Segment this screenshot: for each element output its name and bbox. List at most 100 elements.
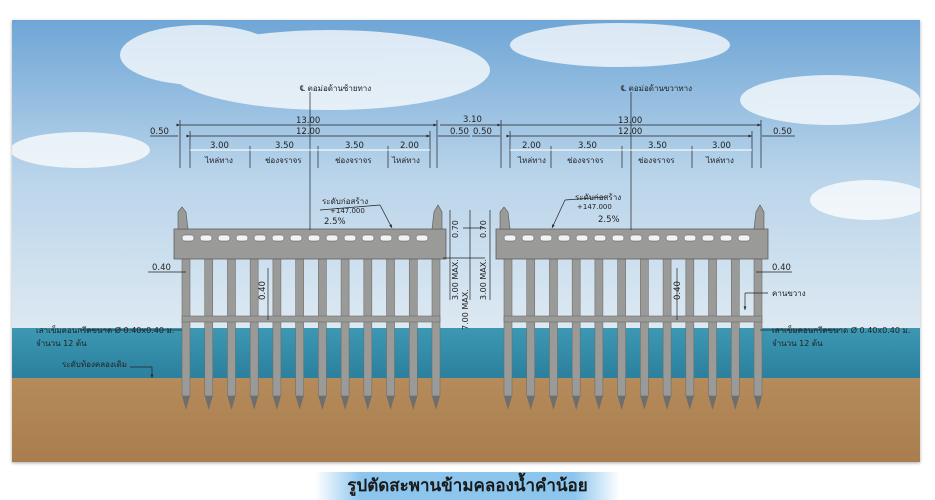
pile <box>318 257 327 397</box>
pile-tip <box>731 396 740 410</box>
deck-void <box>701 234 715 242</box>
right-deck-depth: 0.70 <box>479 220 488 238</box>
pile <box>503 257 513 397</box>
left-dim-edge-left: 0.50 <box>150 127 169 137</box>
pile <box>386 257 395 397</box>
left-level-label: ระดับก่อสร้าง <box>322 197 368 206</box>
left-seg-1-value: 3.00 <box>210 141 229 151</box>
right-seg-4-label: ไหล่ทาง <box>705 156 734 165</box>
pile-tip <box>272 396 281 410</box>
deck-slab <box>173 228 447 260</box>
left-seg-2-label: ช่องจราจร <box>265 156 302 165</box>
pile-tip <box>318 396 327 410</box>
deck-void <box>683 234 697 242</box>
right-pile-width: 0.40 <box>772 263 791 273</box>
deck-void <box>253 234 267 242</box>
pile <box>204 257 214 397</box>
left-pile-height: 3.00 MAX. <box>451 259 460 300</box>
right-seg-3-label: ช่องจราจร <box>638 156 675 165</box>
pile-tip <box>204 396 213 410</box>
deck-void <box>307 234 321 242</box>
right-pile-note-2: จำนวน 12 ต้น <box>772 339 823 348</box>
pile <box>753 257 763 397</box>
pile-tip <box>409 396 418 410</box>
tie-beam <box>181 315 441 323</box>
deck-void <box>397 234 411 242</box>
deck-void <box>271 234 285 242</box>
pile <box>295 257 304 397</box>
pile <box>363 257 373 397</box>
pile-tip <box>341 396 350 410</box>
left-centerline-label: ℄ ตอม่อด้านซ้ายทาง <box>300 84 371 93</box>
deck-void <box>503 234 517 242</box>
left-dim-edge-right: 0.50 <box>450 127 469 137</box>
pile-tip <box>549 396 558 410</box>
pile-tip <box>363 396 372 410</box>
pile-tip <box>572 396 581 410</box>
deck-void <box>199 234 213 242</box>
water <box>12 328 920 380</box>
left-dimensions <box>80 92 498 378</box>
parapet <box>499 206 511 230</box>
pile-tip <box>754 396 762 410</box>
canal-bed-label: ระดับท้องคลองเดิม <box>62 360 127 369</box>
left-beam-depth: 0.40 <box>258 281 268 300</box>
tie-beam <box>503 315 763 323</box>
deck-void <box>557 234 571 242</box>
left-deck-depth: 0.70 <box>451 220 460 238</box>
cross-beam-label: คานขวาง <box>772 289 806 298</box>
left-seg-4-value: 2.00 <box>400 141 419 151</box>
left-seg-3-label: ช่องจราจร <box>335 156 372 165</box>
pile-tip <box>594 396 603 410</box>
deck-void <box>415 234 429 242</box>
right-seg-1-label: ไหล่ทาง <box>517 156 546 165</box>
right-seg-4-value: 3.00 <box>712 141 731 151</box>
right-centerline-label: ℄ ตอม่อด้านขวาทาง <box>621 84 692 93</box>
pile <box>685 257 695 397</box>
right-dim-total: 13.00 <box>618 116 642 126</box>
left-dim-deck: 12.00 <box>296 127 320 137</box>
pile-tip <box>685 396 694 410</box>
pile <box>526 257 536 397</box>
deck-void <box>289 234 303 242</box>
pile-tip <box>526 396 535 410</box>
right-dim-deck: 12.00 <box>618 127 642 137</box>
pile <box>571 257 581 397</box>
pile <box>227 257 236 397</box>
pile <box>431 257 441 397</box>
deck-void <box>521 234 535 242</box>
pile-tip <box>295 396 304 410</box>
pile <box>640 257 649 397</box>
pile-tip <box>663 396 672 410</box>
pile-tip <box>182 396 190 410</box>
deck-void <box>343 234 357 242</box>
deck-void <box>181 234 195 242</box>
pile <box>340 257 350 397</box>
right-dimensions <box>472 92 840 331</box>
pile <box>662 257 672 397</box>
pile-tip <box>617 396 626 410</box>
pile <box>181 257 191 397</box>
gap-dim: 3.10 <box>463 115 482 125</box>
pile-tip <box>250 396 259 410</box>
deck-void <box>539 234 553 242</box>
deck-void <box>647 234 661 242</box>
bridge-section-drawing: ℄ ตอม่อด้านซ้ายทาง 13.00 12.00 0.50 0.50… <box>12 20 920 462</box>
pile <box>594 257 604 397</box>
left-dim-total: 13.00 <box>296 116 320 126</box>
pile <box>272 257 282 397</box>
pile <box>408 257 418 397</box>
right-pile-note-1: เสาเข็มคอนกรีตขนาด Ø 0.40x0.40 ม. <box>772 325 910 335</box>
left-pile-note-1: เสาเข็มคอนกรีตขนาด Ø 0.40x0.40 ม. <box>36 325 174 335</box>
deck-void <box>665 234 679 242</box>
deck-void <box>737 234 751 242</box>
left-bridge <box>173 204 447 410</box>
right-seg-3-value: 3.50 <box>648 141 667 151</box>
pile-tip <box>386 396 395 410</box>
right-level-label: ระดับก่อสร้าง <box>575 193 621 202</box>
deck-void <box>379 234 393 242</box>
left-seg-4-label: ไหล่ทาง <box>391 156 420 165</box>
left-seg-3-value: 3.50 <box>345 141 364 151</box>
pile-tip <box>640 396 649 410</box>
pile-tip <box>504 396 512 410</box>
